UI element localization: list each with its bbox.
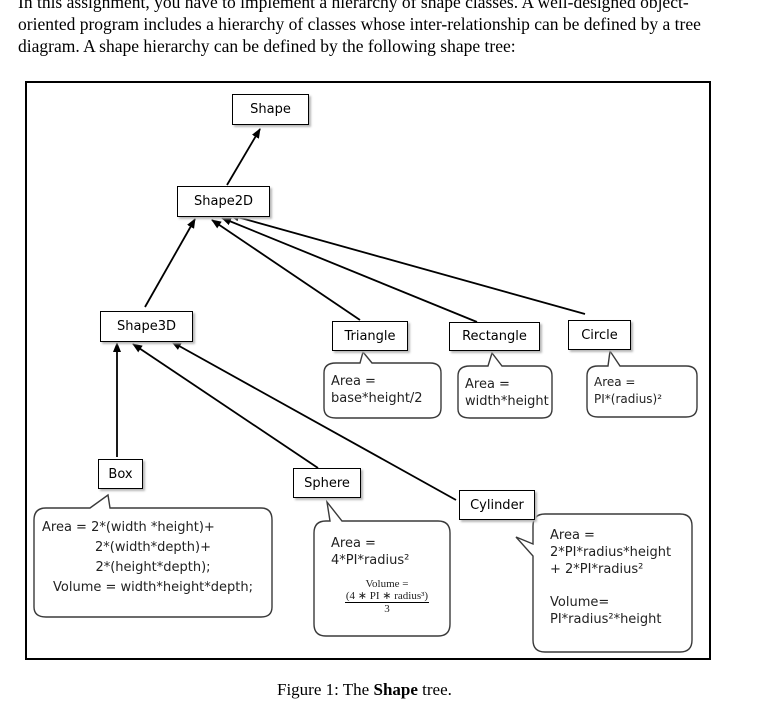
node-sphere: Sphere	[293, 468, 361, 498]
callout-box-line-2: 2*(width*depth)+	[95, 540, 211, 555]
callout-sphere-line-3: Volume =	[365, 578, 409, 590]
callout-cylinder-line-2: 2*PI*radius*height	[550, 545, 672, 560]
callout-bubble-rectangle	[457, 351, 553, 419]
caption-prefix: Figure 1: The	[277, 680, 374, 699]
callout-circle: Area = PI*(radius)²	[594, 374, 662, 408]
callout-box-line-4: Volume = width*height*depth;	[53, 580, 253, 595]
callout-triangle: Area = base*height/2	[331, 373, 423, 407]
arrow-triangle-to-shape2d	[211, 219, 361, 321]
callout-circle-line-2: PI*(radius)²	[594, 392, 663, 406]
node-box: Box	[98, 459, 143, 489]
callout-rectangle-line-1: Area =	[465, 377, 510, 392]
arrow-sphere-to-shape3d	[132, 343, 319, 469]
intro-line-3: diagram. A shape hierarchy can be define…	[18, 36, 516, 56]
callout-bubble-triangle	[323, 350, 442, 419]
callout-sphere-line-1: Area =	[331, 536, 376, 551]
shape-tree-figure	[25, 81, 711, 660]
callout-box: Area = 2*(width *height)+ 2*(width*depth…	[42, 518, 264, 598]
callout-cylinder-line-3: + 2*PI*radius²	[550, 562, 644, 577]
intro-line-1: In this assignment, you have to implemen…	[18, 0, 689, 12]
callout-box-line-1: Area = 2*(width *height)+	[42, 520, 215, 535]
callout-cylinder-line-4: Volume=	[550, 595, 610, 610]
callout-bubble-circle	[586, 349, 698, 418]
callout-sphere-line-4: (4 ∗ PI ∗ radius³)	[344, 590, 430, 603]
node-rectangle: Rectangle	[449, 322, 540, 351]
caption-suffix: tree.	[417, 680, 452, 699]
callout-triangle-line-1: Area =	[331, 374, 376, 389]
arrow-cylinder-to-shape3d	[171, 341, 457, 501]
callout-cylinder-line-5: PI*radius²*height	[550, 612, 662, 627]
node-shape3d: Shape3D	[100, 311, 193, 342]
intro-paragraph: In this assignment, you have to implemen…	[18, 0, 763, 57]
callout-triangle-line-2: base*height/2	[331, 391, 423, 406]
callout-sphere-line-2: 4*PI*radius²	[331, 553, 410, 568]
caption-bold: Shape	[373, 680, 418, 699]
node-shape: Shape	[232, 94, 309, 125]
callout-cylinder: Area = 2*PI*radius*height + 2*PI*radius²…	[550, 527, 671, 628]
callout-circle-line-1: Area =	[594, 375, 636, 389]
arrow-rectangle-to-shape2d	[221, 217, 478, 323]
node-cylinder: Cylinder	[459, 490, 535, 520]
node-shape2d: Shape2D	[177, 186, 270, 217]
arrow-circle-to-shape2d	[229, 213, 586, 315]
callout-rectangle: Area = width*height	[465, 376, 549, 410]
sphere-volume-formula: Volume = (4 ∗ PI ∗ radius³) 3	[331, 578, 443, 615]
intro-line-2: oriented program includes a hierarchy of…	[18, 14, 701, 34]
callout-cylinder-line-1: Area =	[550, 528, 595, 543]
callout-bubble-cylinder	[515, 513, 693, 653]
figure-caption: Figure 1: The Shape tree.	[277, 680, 452, 700]
callout-rectangle-line-2: width*height	[465, 394, 549, 409]
arrow-shape3d-to-shape2d	[144, 218, 196, 308]
node-triangle: Triangle	[332, 321, 408, 351]
callout-sphere-line-5: 3	[384, 603, 390, 615]
node-circle: Circle	[568, 320, 631, 350]
callout-bubble-box	[33, 493, 273, 618]
callout-sphere: Area = 4*PI*radius² Volume = (4 ∗ PI ∗ r…	[331, 535, 443, 615]
arrow-shape2d-to-shape	[226, 128, 261, 186]
callout-box-line-3: 2*(height*depth);	[95, 560, 211, 575]
